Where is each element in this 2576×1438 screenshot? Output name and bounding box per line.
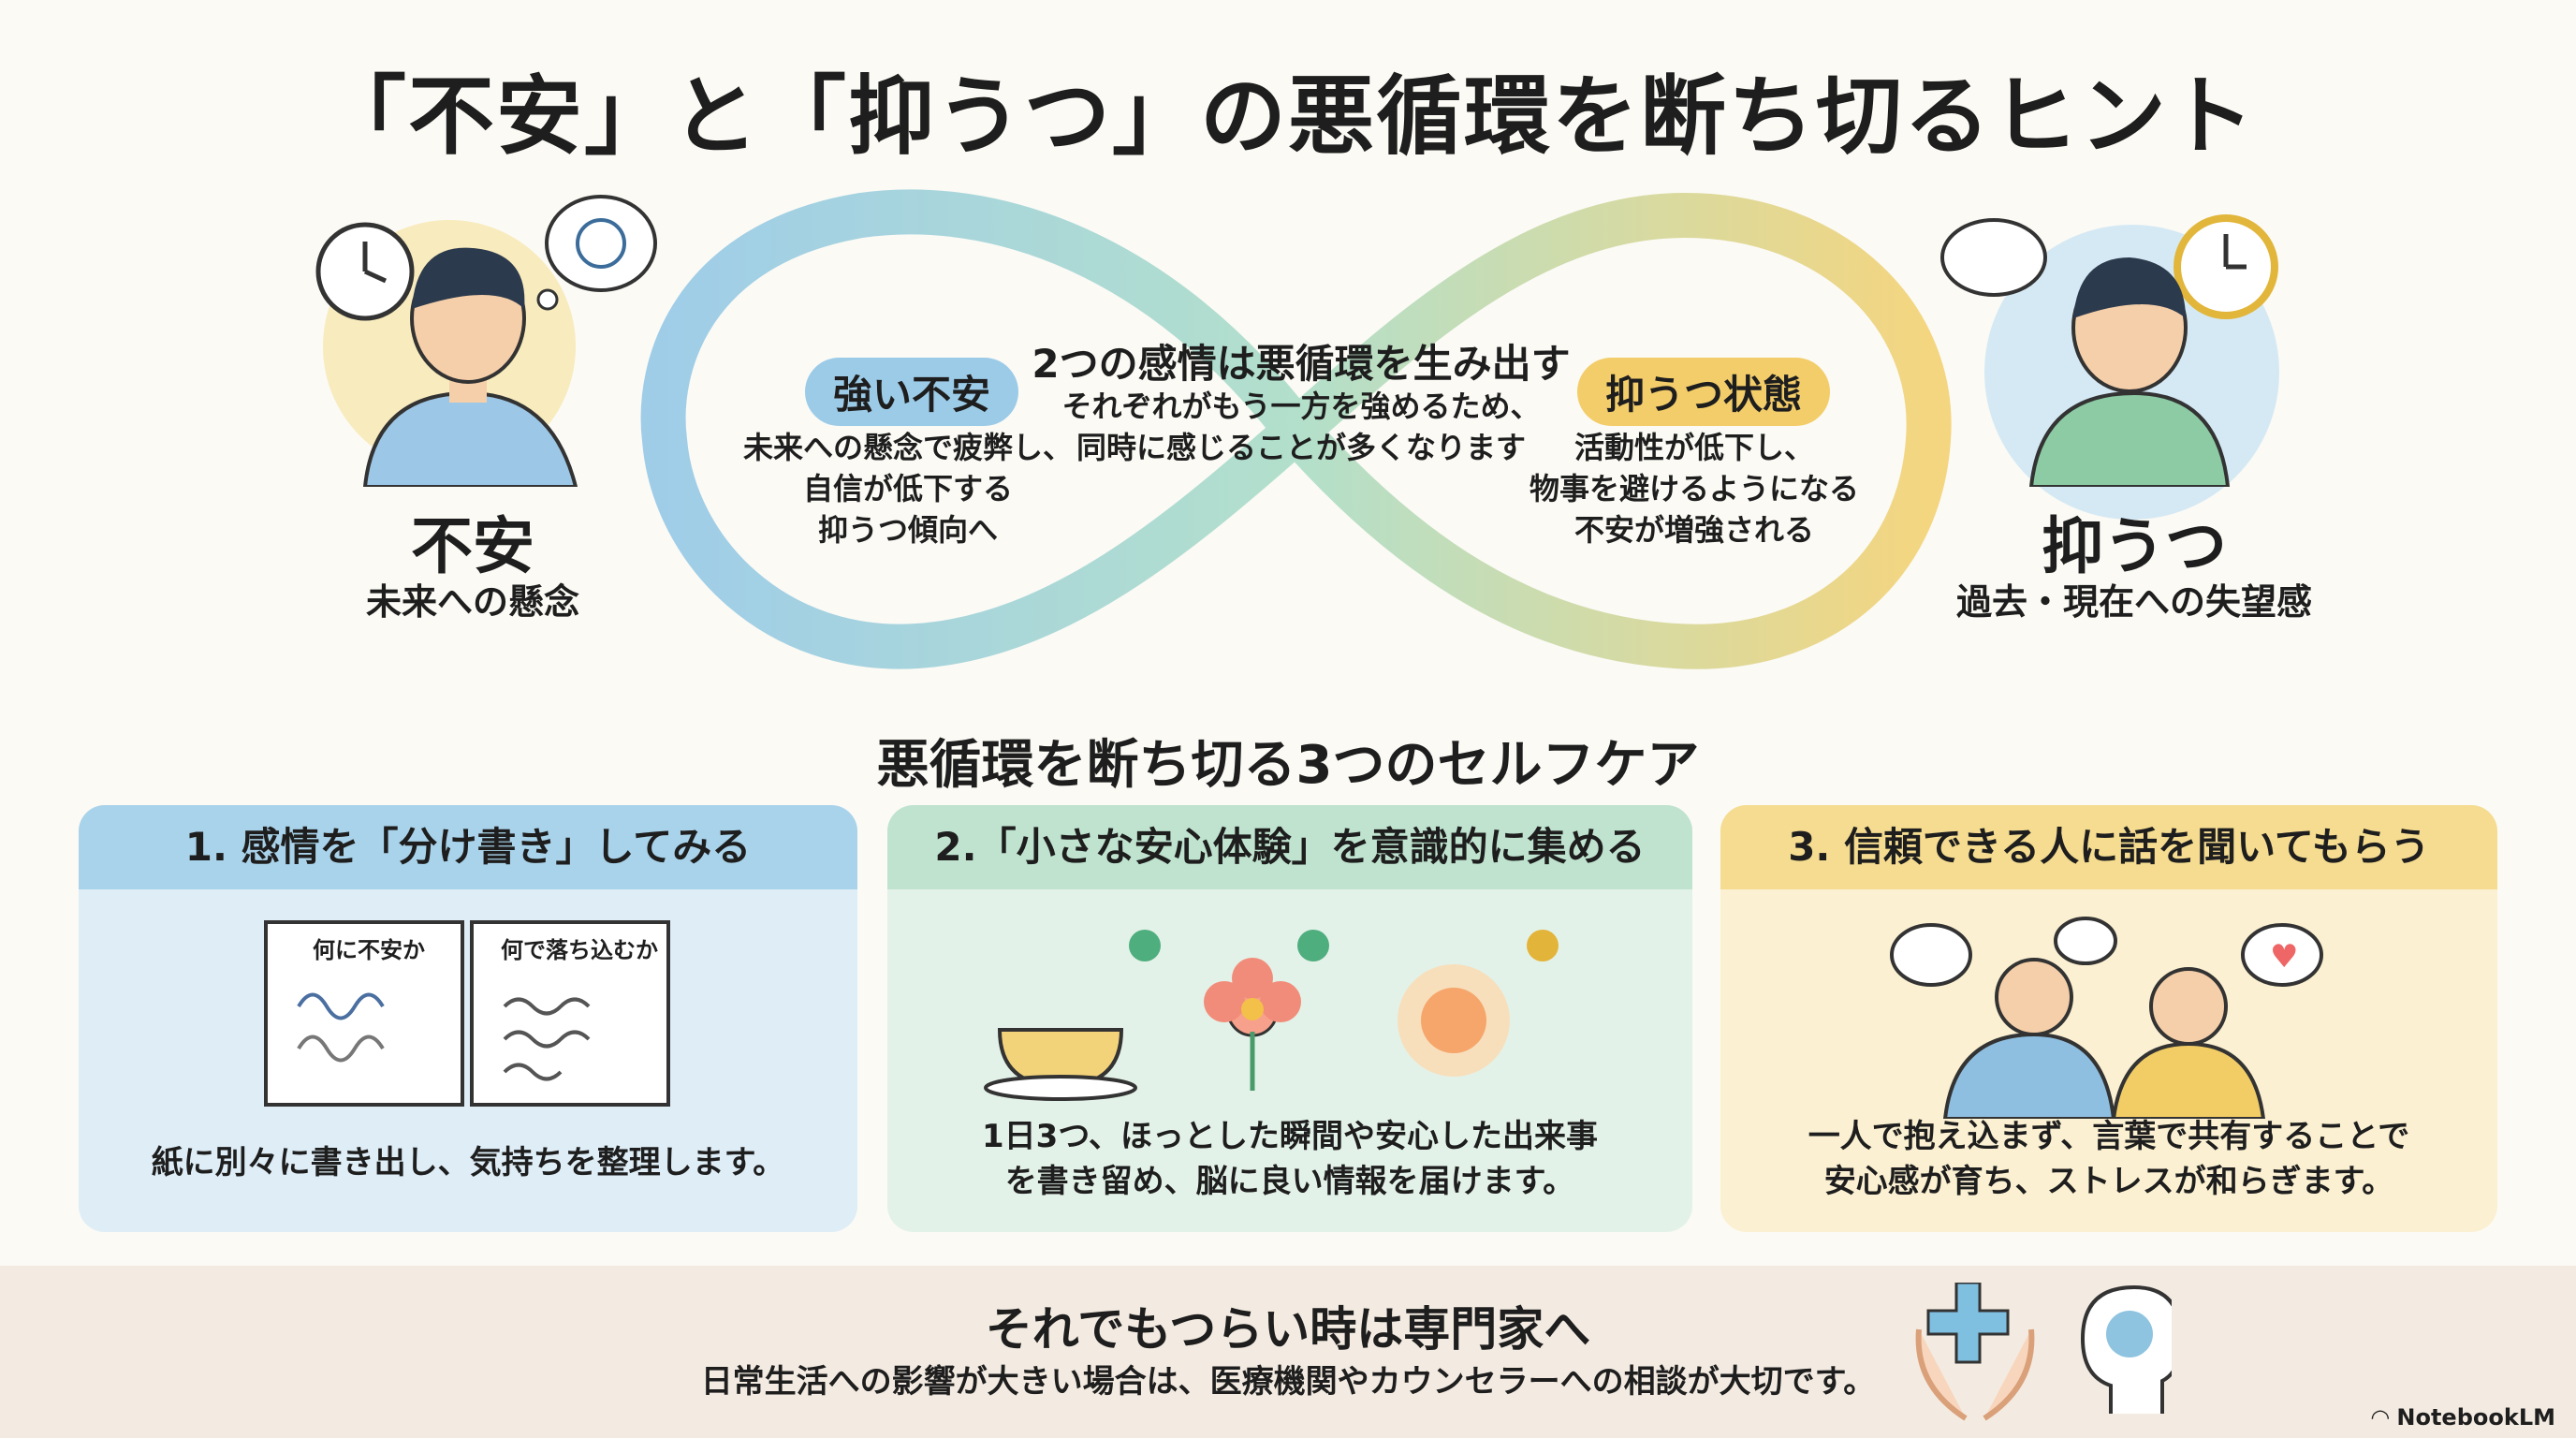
notebooklm-brand: ◠ NotebookLM	[2372, 1404, 2555, 1431]
card-text: 紙に別々に書き出し、気持ちを整理します。	[151, 1144, 785, 1181]
depression-label: 抑うつ	[2042, 510, 2227, 582]
card-text: を書き留め、脳に良い情報を届けます。	[1004, 1163, 1575, 1200]
thought-bubble-icon	[536, 195, 657, 311]
selfcare-card-1: 1. 感情を「分け書き」してみる 何に不安か 何で落ち込むか 紙に別々に書き出し…	[79, 805, 857, 1232]
comfort-items-icons	[984, 930, 1559, 1101]
notebook-right-label: 何で落ち込むか	[501, 937, 658, 963]
footer-text: 日常生活への影響が大きい場合は、医療機関やカウンセラーへの相談が大切です。	[700, 1363, 1876, 1401]
selfcare-card-2: 2.「小さな安心体験」を意識的に集める 1日3つ、ほっとした瞬間や安心した出来事…	[887, 805, 1692, 1232]
card-text: 安心感が育ち、ストレスが和らぎます。	[1823, 1163, 2394, 1200]
selfcare-card-3: 3. 信頼できる人に話を聞いてもらう ♥ 一人で抱え込まず、言葉で共有することで…	[1720, 805, 2497, 1232]
conversation-icon: ♥	[1890, 917, 2323, 1119]
depression-line: 活動性が低下し、	[1573, 430, 1814, 465]
infinity-loop-graphic	[640, 189, 1952, 669]
card-title: 1. 感情を「分け書き」してみる	[79, 805, 857, 889]
svg-text:♥: ♥	[2270, 938, 2298, 976]
medical-care-icon	[1915, 1283, 2172, 1421]
brand-text: NotebookLM	[2396, 1404, 2555, 1431]
depressed-person-icon	[1940, 214, 2278, 487]
section-title: 悪循環を断ち切る3つのセルフケア	[876, 735, 1700, 796]
anxiety-line: 未来への懸念で疲弊し、	[742, 430, 1073, 465]
center-line: それぞれがもう一方を強めるため、	[1061, 389, 1541, 424]
anxiety-label: 不安	[411, 510, 534, 582]
depression-sub: 過去・現在への失望感	[1955, 581, 2312, 623]
page-title: 「不安」と「抑うつ」の悪循環を断ち切るヒント	[319, 66, 2256, 167]
anxiety-line: 自信が低下する	[802, 471, 1013, 506]
notebooklm-logo-icon: ◠	[2371, 1404, 2397, 1431]
anxious-person-icon	[315, 222, 578, 487]
anxiety-pill: 強い不安	[805, 358, 1019, 426]
footer-title: それでもつらい時は専門家へ	[985, 1302, 1591, 1357]
card-text: 一人で抱え込まず、言葉で共有することで	[1808, 1118, 2410, 1155]
center-line: 同時に感じることが多くなります	[1076, 430, 1526, 465]
card-title: 3. 信頼できる人に話を聞いてもらう	[1720, 805, 2497, 889]
notebook-icon	[264, 920, 670, 1107]
anxiety-line: 抑うつ傾向へ	[817, 512, 998, 548]
anxiety-sub: 未来への懸念	[365, 581, 579, 623]
depression-line: 物事を避けるようになる	[1529, 471, 1859, 506]
center-heading: 2つの感情は悪循環を生み出す	[1032, 341, 1571, 387]
depression-line: 不安が増強される	[1573, 512, 1814, 548]
depression-pill: 抑うつ状態	[1577, 358, 1831, 426]
card-text: 1日3つ、ほっとした瞬間や安心した出来事	[982, 1118, 1598, 1155]
card-title: 2.「小さな安心体験」を意識的に集める	[887, 805, 1692, 889]
notebook-left-label: 何に不安か	[313, 937, 425, 963]
